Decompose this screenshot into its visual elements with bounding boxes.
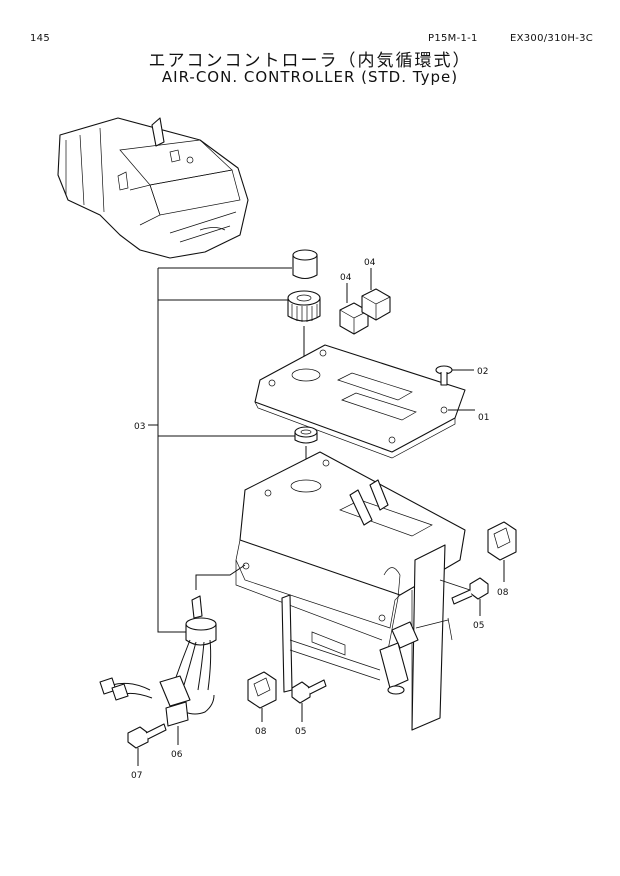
excavator-cab-illustration	[57, 117, 249, 259]
callout-06: 06	[171, 750, 183, 760]
bolt-part-07	[127, 723, 167, 766]
switch-part	[379, 617, 453, 695]
document-code: P15M-1-1	[428, 33, 478, 44]
cover-plate-part	[254, 344, 475, 459]
callout-08-lower: 08	[255, 727, 267, 737]
clip-part-08-lower	[247, 671, 277, 722]
controller-bracket-part	[235, 451, 466, 731]
callout-08-right: 08	[497, 588, 509, 598]
thermostat-sensor-part	[99, 564, 246, 745]
callout-07: 07	[131, 771, 142, 781]
callout-04a: 04	[340, 273, 352, 283]
callout-05-right: 05	[473, 621, 484, 631]
knurled-knob-part	[287, 290, 321, 322]
callout-02: 02	[477, 367, 488, 377]
callout-04b: 04	[364, 258, 376, 268]
title-japanese: エアコンコントローラ（内気循環式）	[148, 51, 472, 71]
knob-cap-part	[292, 249, 318, 280]
bolt-part-05-lower	[291, 679, 327, 722]
title-english: AIR-CON. CONTROLLER (STD. Type)	[161, 68, 459, 86]
page-number: 145	[30, 33, 50, 44]
callout-01: 01	[478, 413, 489, 423]
lever-cap-parts-04	[339, 268, 391, 335]
callout-05-lower: 05	[295, 727, 306, 737]
callout-03: 03	[134, 422, 145, 432]
clip-part-08-right	[487, 521, 517, 582]
model-number: EX300/310H-3C	[510, 33, 594, 44]
callout-bracket-03	[148, 267, 295, 633]
bolt-part-05-right	[439, 577, 489, 616]
screw-part-02	[435, 365, 474, 386]
nut-part	[294, 426, 318, 444]
